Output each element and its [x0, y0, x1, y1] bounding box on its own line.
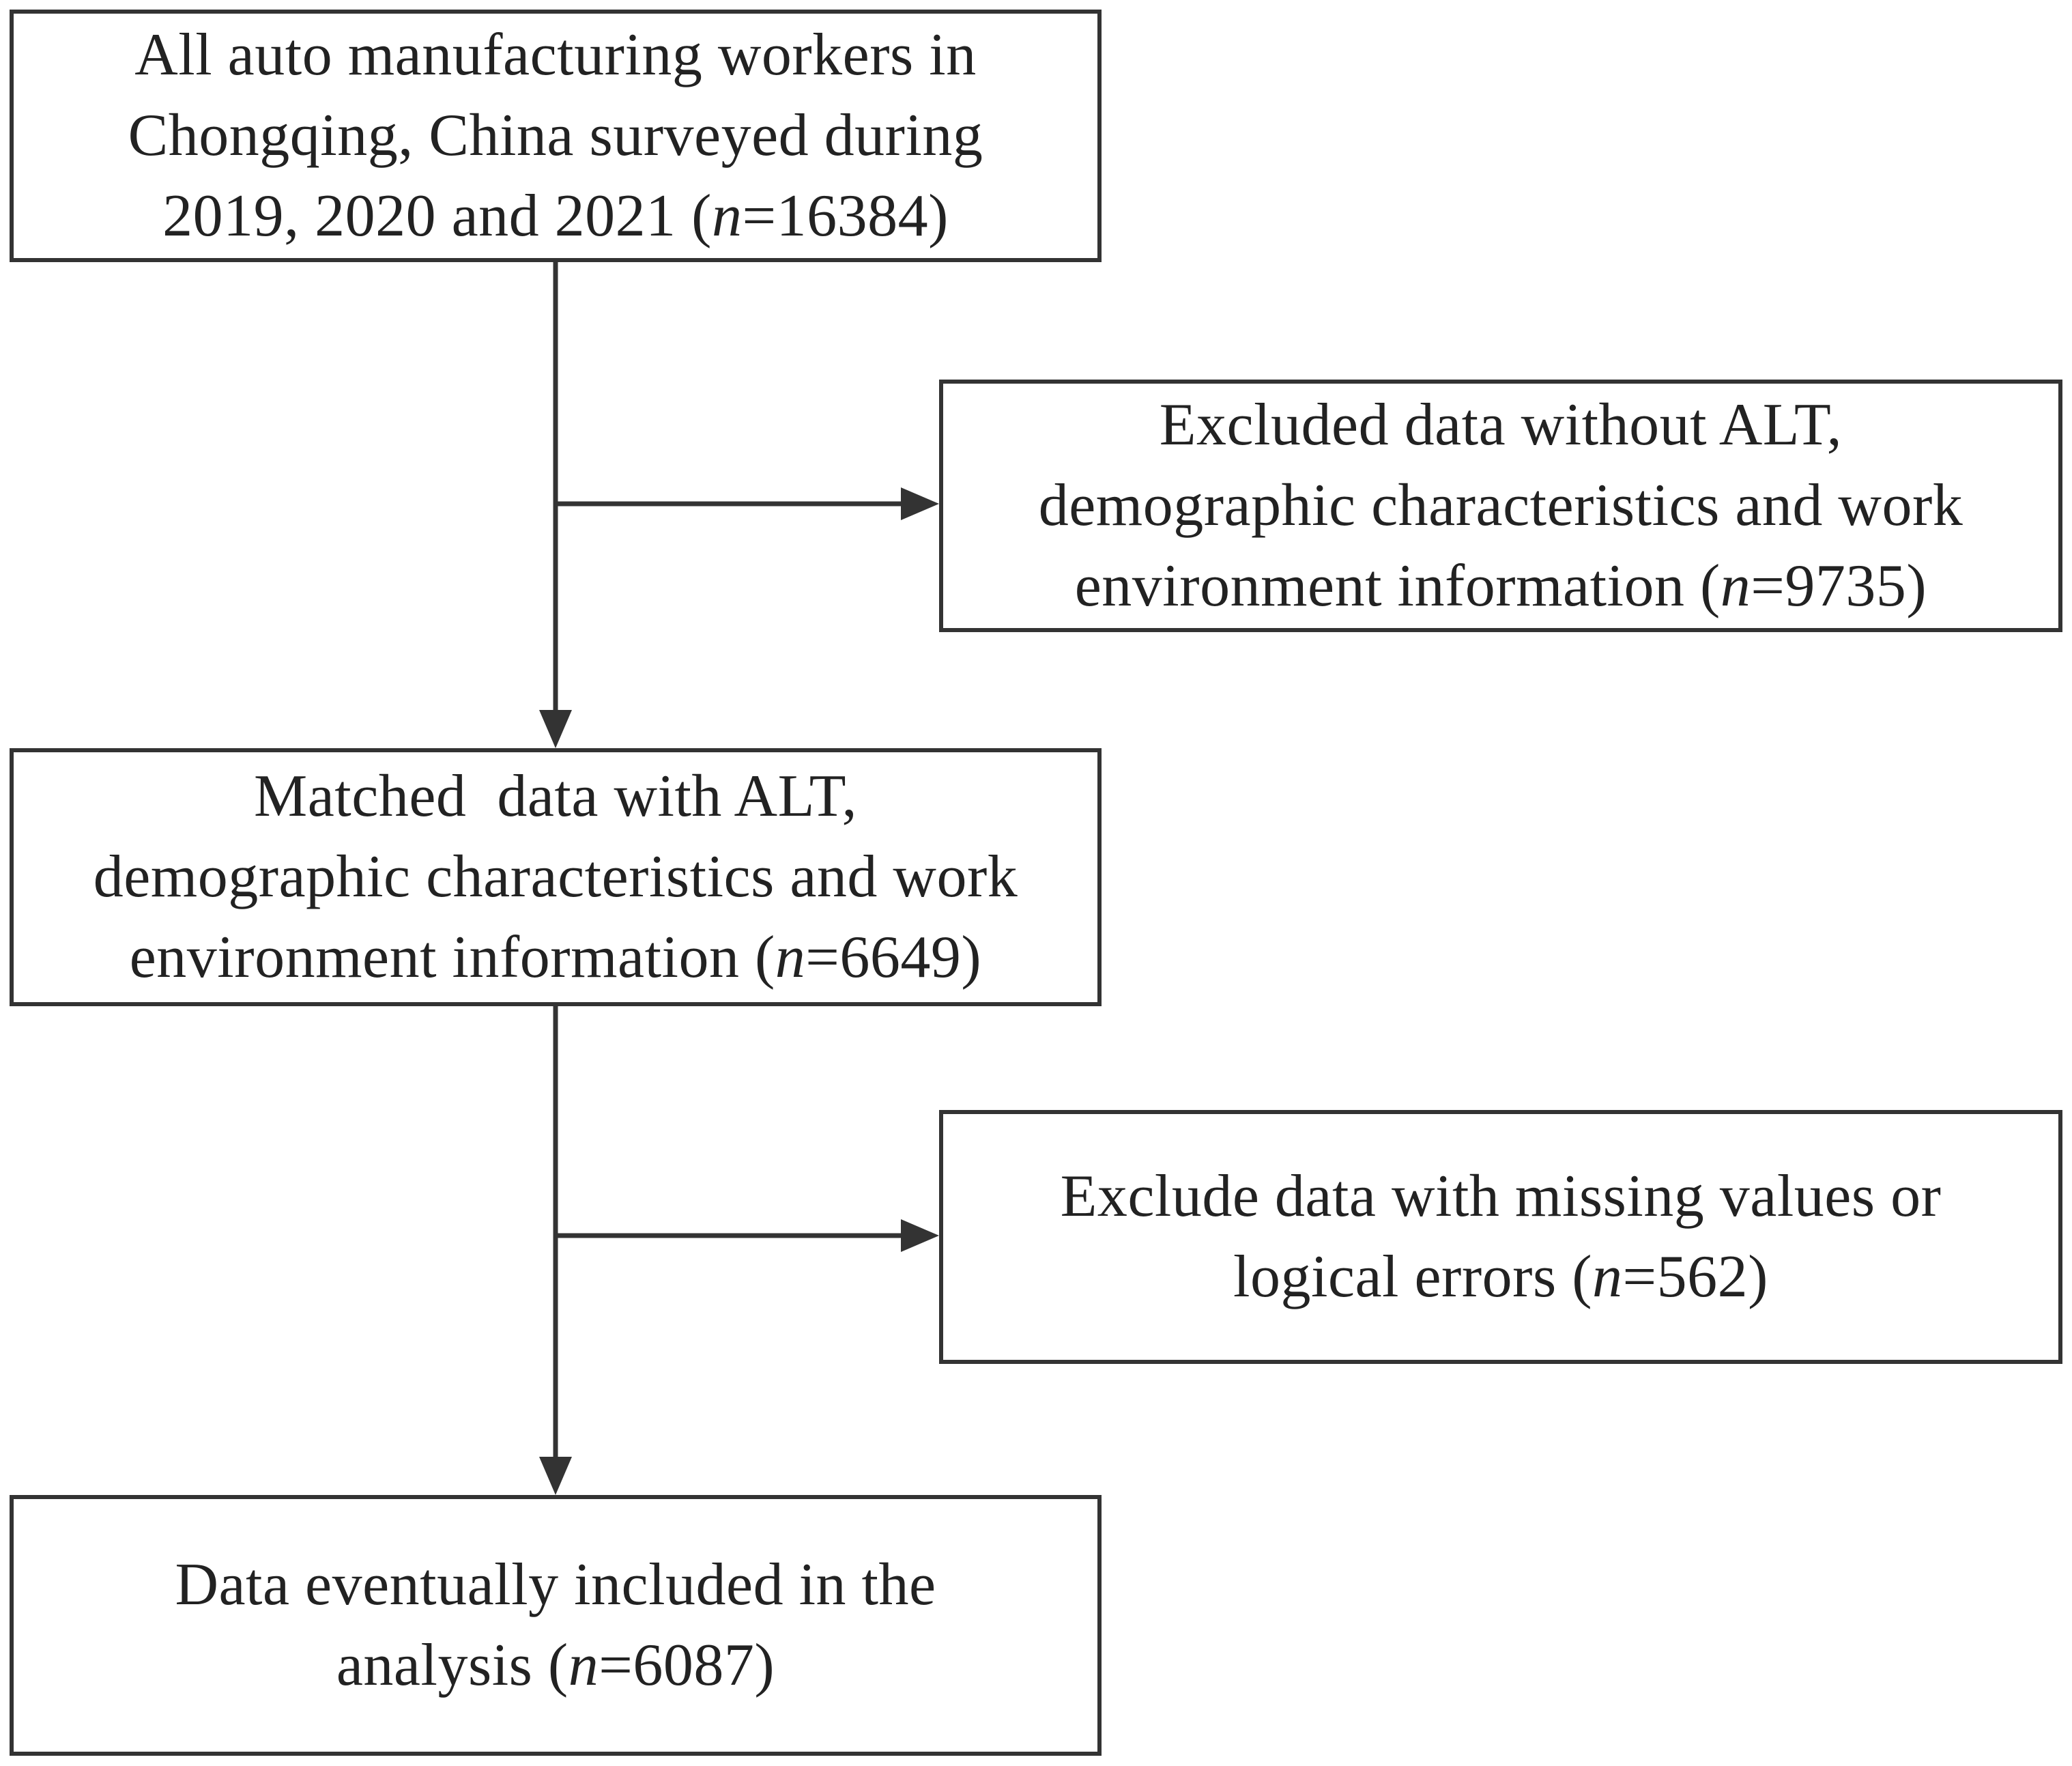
box-matched-count: =6649) [805, 924, 982, 991]
box-matched-line-3: environment information (n=6649) [130, 917, 981, 998]
box-excluded-2-line-2-pre: logical errors ( [1233, 1244, 1593, 1310]
arrow-to-excluded-1-head [901, 487, 939, 520]
n-symbol: n [711, 183, 743, 249]
arrow-to-excluded-2-head [901, 1219, 939, 1252]
box-excluded-2-count: =562) [1622, 1244, 1768, 1310]
box-matched-line-2: demographic characteristics and work [93, 844, 1018, 910]
box-start-line-1: All auto manufacturing workers in [134, 22, 977, 88]
box-start-line-2: Chongqing, China surveyed during [128, 102, 983, 169]
box-all-workers-surveyed: All auto manufacturing workers in Chongq… [10, 10, 1102, 262]
box-start-line-3-pre: 2019, 2020 and 2021 ( [162, 183, 712, 249]
box-excluded-1-count: =9735) [1751, 553, 1927, 619]
box-final-line-2-pre: analysis ( [336, 1632, 569, 1698]
box-final-line-2: analysis (n=6087) [336, 1625, 775, 1706]
box-excluded-2-line-2: logical errors (n=562) [1233, 1237, 1768, 1318]
box-excluded-2-line-1: Exclude data with missing values or [1060, 1163, 1942, 1229]
box-final-count: =6087) [599, 1632, 775, 1698]
box-matched-line-1: Matched data with ALT, [254, 763, 857, 829]
box-excluded-missing-info: Excluded data without ALT, demographic c… [939, 380, 2062, 632]
n-symbol: n [775, 924, 806, 991]
box-excluded-1-line-3: environment information (n=9735) [1075, 546, 1927, 627]
arrow-start-to-matched-head [539, 710, 572, 748]
box-start-count: =16384) [742, 183, 949, 249]
n-symbol: n [1592, 1244, 1623, 1310]
box-final-line-1: Data eventually included in the [175, 1552, 936, 1618]
box-excluded-missing-values: Exclude data with missing values or logi… [939, 1110, 2062, 1364]
box-matched-data: Matched data with ALT, demographic chara… [10, 748, 1102, 1006]
box-start-line-3: 2019, 2020 and 2021 (n=16384) [162, 176, 949, 257]
box-final-included: Data eventually included in the analysis… [10, 1495, 1102, 1756]
box-excluded-1-line-2: demographic characteristics and work [1038, 472, 1963, 539]
box-excluded-1-line-1: Excluded data without ALT, [1159, 392, 1843, 458]
arrow-matched-to-final-head [539, 1457, 572, 1495]
box-excluded-1-line-3-pre: environment information ( [1074, 553, 1721, 619]
n-symbol: n [568, 1632, 599, 1698]
n-symbol: n [1720, 553, 1751, 619]
box-matched-line-3-pre: environment information ( [129, 924, 775, 991]
